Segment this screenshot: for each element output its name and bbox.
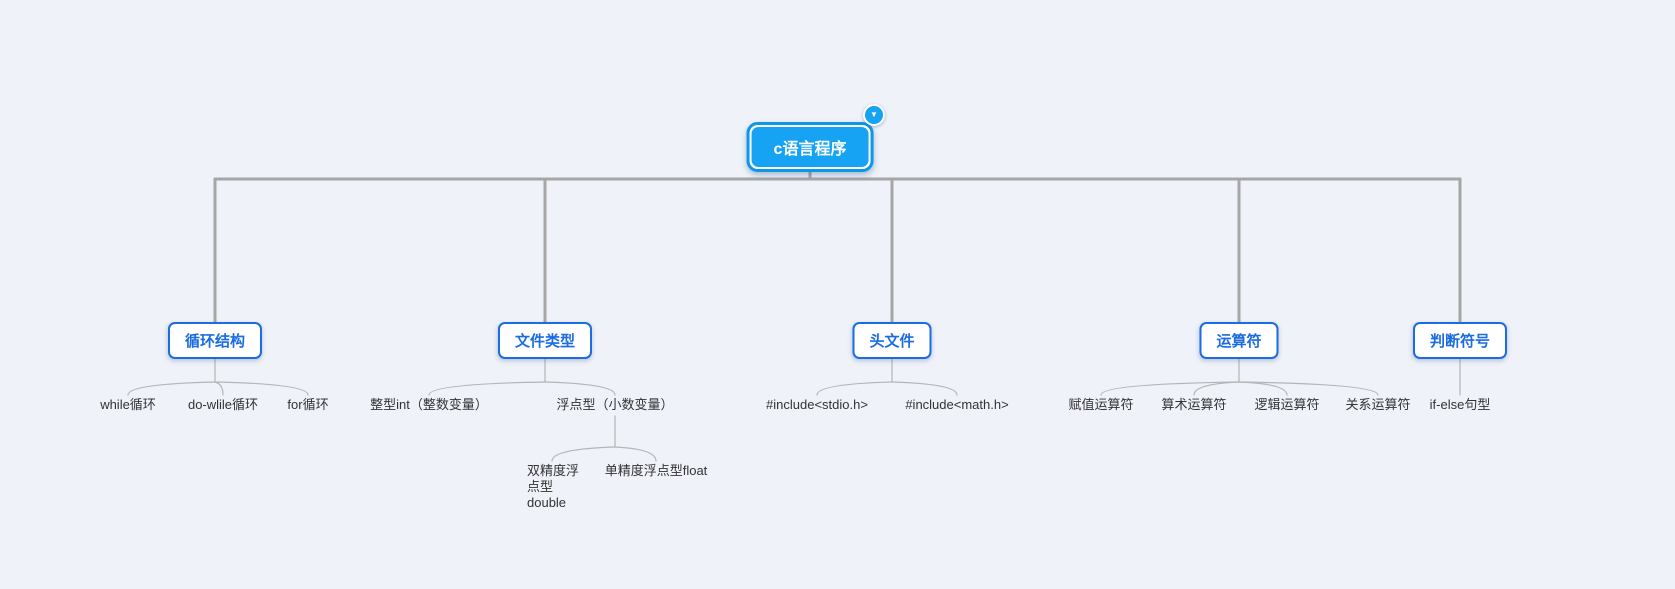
leaf-node-if-else[interactable]: if-else句型 [1429, 397, 1491, 412]
branch-node-header-files[interactable]: 头文件 [852, 322, 932, 359]
branch-node-judgment[interactable]: 判断符号 [1412, 322, 1508, 359]
leaf-node-assignment-operator[interactable]: 赋值运算符 [1068, 397, 1134, 412]
branch-node-operators[interactable]: 运算符 [1199, 322, 1279, 359]
leaf-node-while-loop[interactable]: while循环 [100, 397, 156, 412]
leaf-node-for-loop[interactable]: for循环 [287, 397, 329, 412]
leaf-node-dowhile-loop[interactable]: do-wlile循环 [187, 397, 259, 412]
branch-node-file-types[interactable]: 文件类型 [497, 322, 593, 359]
root-node-label: c语言程序 [751, 127, 869, 167]
leaf-node-relational-operator[interactable]: 关系运算符 [1345, 397, 1411, 412]
leaf-node-float-type[interactable]: 浮点型（小数变量） [556, 397, 674, 412]
branch-node-loop-structure[interactable]: 循环结构 [167, 322, 263, 359]
leaf-node-logical-operator[interactable]: 逻辑运算符 [1254, 397, 1320, 412]
leaf-node-include-math[interactable]: #include<math.h> [905, 397, 1009, 412]
leaf-node-arithmetic-operator[interactable]: 算术运算符 [1161, 397, 1227, 412]
root-node[interactable]: c语言程序 [746, 122, 874, 172]
leaf-node-int-type[interactable]: 整型int（整数变量） [370, 397, 488, 412]
leaf-node-double-type[interactable]: 双精度浮点型double [527, 463, 580, 510]
leaf-node-single-float-type[interactable]: 单精度浮点型float [604, 463, 708, 478]
collapse-toggle-icon[interactable]: ▼ [863, 104, 885, 126]
leaf-node-include-stdio[interactable]: #include<stdio.h> [766, 397, 868, 412]
